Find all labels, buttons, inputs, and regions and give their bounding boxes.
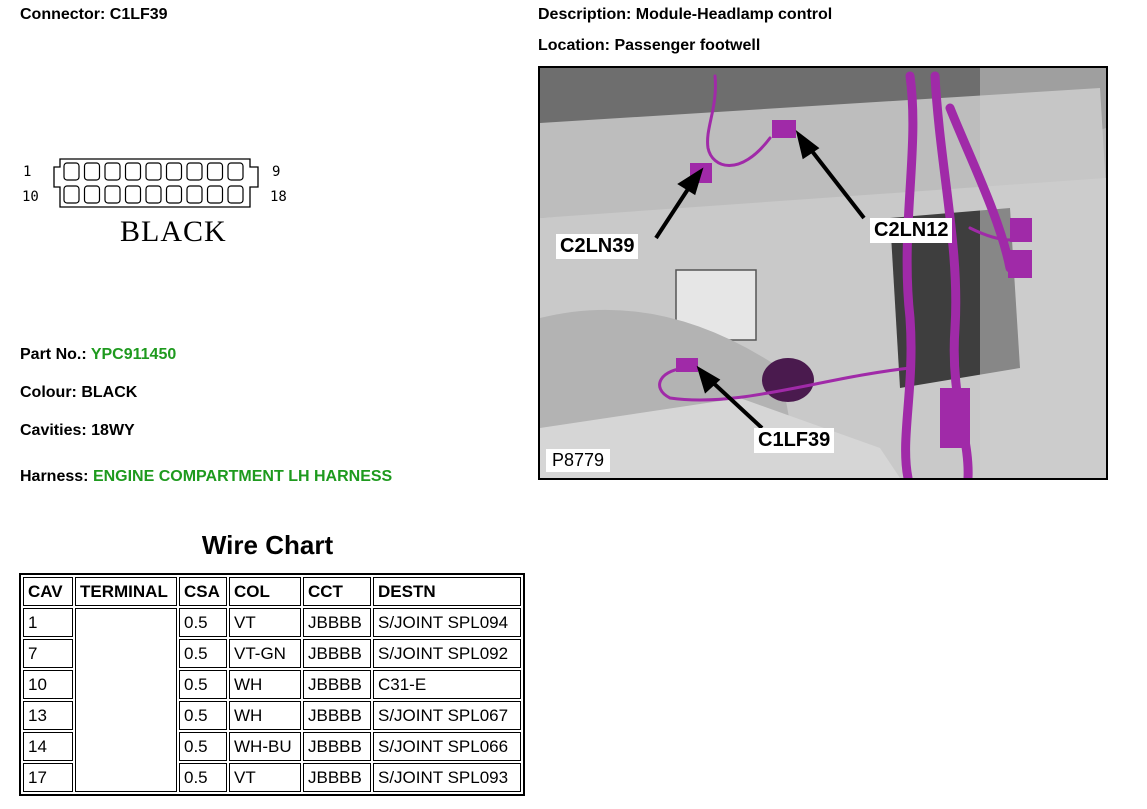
cell-cav: 14 — [23, 732, 73, 761]
pin-label-top-last: 9 — [272, 164, 281, 180]
cavity-2 — [83, 162, 101, 181]
header-cav: CAV — [23, 577, 73, 606]
cavity-11 — [83, 185, 101, 204]
header-csa: CSA — [179, 577, 227, 606]
cell-cav: 13 — [23, 701, 73, 730]
cell-terminal — [75, 608, 177, 792]
connector-id: C1LF39 — [109, 6, 168, 23]
pin-label-bottom-last: 18 — [270, 189, 287, 205]
cell-cct: JBBBB — [303, 701, 371, 730]
cavity-8 — [206, 162, 224, 181]
cell-cav: 17 — [23, 763, 73, 792]
header-destn: DESTN — [373, 577, 521, 606]
cavity-7 — [186, 162, 203, 181]
callout-c2ln12: C2LN12 — [870, 218, 953, 243]
cell-cct: JBBBB — [303, 763, 371, 792]
location-photo: C2LN39 C2LN12 C1LF39 P8779 — [538, 66, 1108, 480]
cavity-5 — [145, 162, 162, 181]
harness-link[interactable]: ENGINE COMPARTMENT LH HARNESS — [92, 468, 393, 485]
cavity-9 — [227, 162, 244, 181]
cell-csa: 0.5 — [179, 763, 227, 792]
connector-cavities — [63, 162, 244, 204]
pin-label-top-first: 1 — [23, 164, 32, 180]
footwell-illustration — [540, 68, 1106, 478]
cell-csa: 0.5 — [179, 639, 227, 668]
connector-heading: Connector: C1LF39 — [20, 6, 168, 23]
cavity-12 — [104, 185, 121, 204]
cell-col: VT-GN — [229, 639, 301, 668]
cell-destn: C31-E — [373, 670, 521, 699]
cell-col: VT — [229, 608, 301, 637]
cell-csa: 0.5 — [179, 732, 227, 761]
cavities-value: 18WY — [91, 422, 135, 439]
cell-csa: 0.5 — [179, 670, 227, 699]
colour-row: Colour: BLACK — [20, 384, 138, 401]
cell-destn: S/JOINT SPL093 — [373, 763, 521, 792]
cell-destn: S/JOINT SPL066 — [373, 732, 521, 761]
cavity-18 — [227, 185, 244, 204]
cavity-16 — [186, 185, 203, 204]
cell-csa: 0.5 — [179, 701, 227, 730]
cell-cav: 7 — [23, 639, 73, 668]
cell-cav: 1 — [23, 608, 73, 637]
colour-value: BLACK — [81, 384, 138, 401]
cell-cct: JBBBB — [303, 608, 371, 637]
cell-cct: JBBBB — [303, 639, 371, 668]
cell-csa: 0.5 — [179, 608, 227, 637]
location-heading: Location: Passenger footwell — [538, 37, 761, 54]
header-terminal: TERMINAL — [75, 577, 177, 606]
cell-col: VT — [229, 763, 301, 792]
cavities-row: Cavities: 18WY — [20, 422, 135, 439]
cell-col: WH — [229, 701, 301, 730]
cavity-6 — [165, 162, 183, 181]
harness-row: Harness: ENGINE COMPARTMENT LH HARNESS — [20, 468, 393, 485]
pin-label-bottom-first: 10 — [22, 189, 39, 205]
cell-col: WH-BU — [229, 732, 301, 761]
connector-diagram: 1 10 9 18 BLACK — [20, 145, 320, 260]
cavity-13 — [124, 185, 142, 204]
header-col: COL — [229, 577, 301, 606]
cavity-15 — [165, 185, 183, 204]
cell-destn: S/JOINT SPL094 — [373, 608, 521, 637]
connector-colour-label: BLACK — [120, 215, 227, 248]
cell-destn: S/JOINT SPL092 — [373, 639, 521, 668]
cell-destn: S/JOINT SPL067 — [373, 701, 521, 730]
cavity-14 — [145, 185, 162, 204]
cell-cav: 10 — [23, 670, 73, 699]
photo-reference: P8779 — [546, 449, 611, 472]
cell-cct: JBBBB — [303, 670, 371, 699]
cavity-17 — [206, 185, 224, 204]
cavity-3 — [104, 162, 121, 181]
description-value: Module-Headlamp control — [635, 6, 833, 23]
wire-chart-title: Wire Chart — [201, 530, 334, 560]
description-heading: Description: Module-Headlamp control — [538, 6, 833, 23]
cell-col: WH — [229, 670, 301, 699]
callout-c1lf39: C1LF39 — [754, 428, 835, 453]
part-number-link[interactable]: YPC911450 — [90, 346, 177, 363]
cavity-4 — [124, 162, 142, 181]
callout-c2ln39: C2LN39 — [556, 234, 639, 259]
location-value: Passenger footwell — [614, 37, 761, 54]
connector-face — [53, 158, 259, 208]
wire-chart-header-row: CAV TERMINAL CSA COL CCT DESTN — [23, 577, 521, 606]
header-cct: CCT — [303, 577, 371, 606]
cavity-1 — [63, 162, 80, 181]
cavity-10 — [63, 185, 80, 204]
cell-cct: JBBBB — [303, 732, 371, 761]
part-number-row: Part No.: YPC911450 — [20, 346, 177, 363]
